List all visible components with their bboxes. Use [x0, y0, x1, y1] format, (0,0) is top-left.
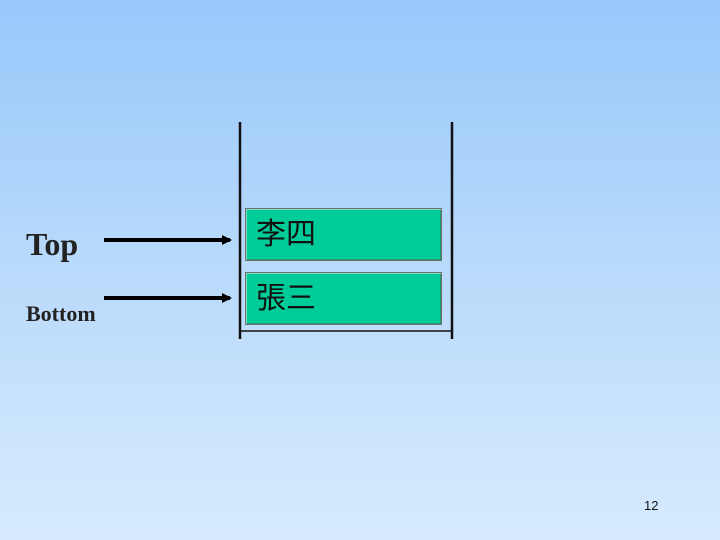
page-number: 12: [644, 498, 659, 513]
top-label: Top: [26, 226, 79, 262]
stack-cell-top: 李四: [245, 208, 442, 261]
stack-cell-bottom: 張三: [245, 272, 442, 325]
stack-cell-bottom-text: 張三: [256, 281, 316, 316]
bottom-label: Bottom: [26, 301, 96, 326]
stack-cell-top-text: 李四: [256, 217, 316, 252]
